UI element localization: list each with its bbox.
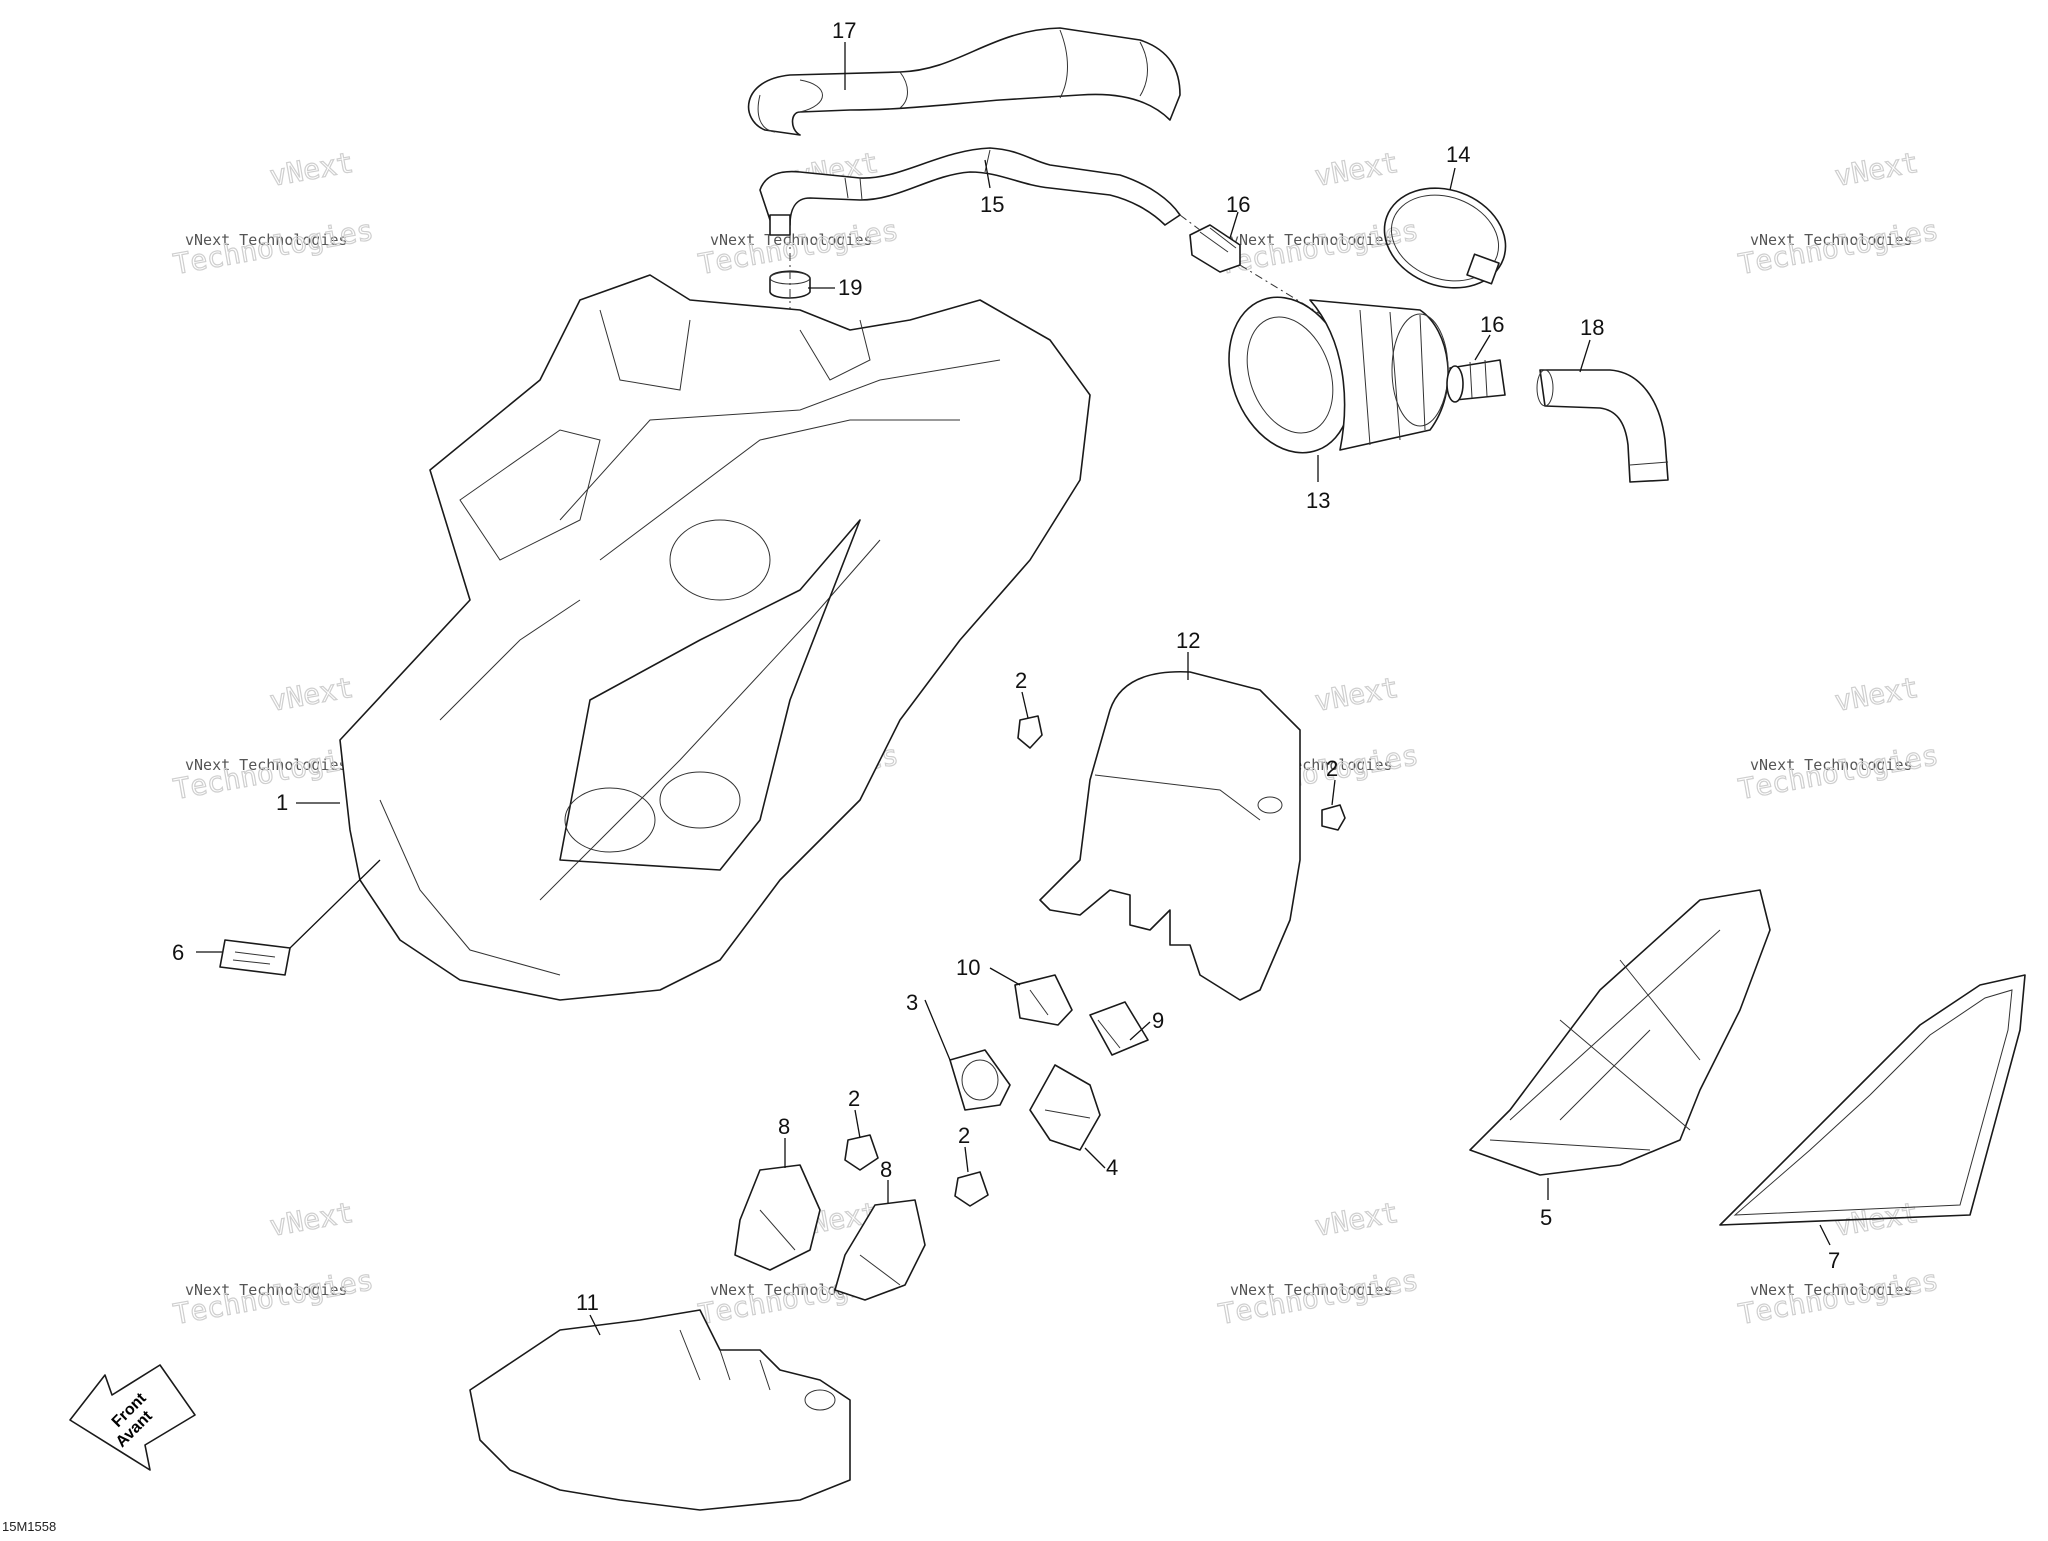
svg-text:Technologies: Technologies bbox=[171, 1263, 376, 1331]
callout-13: 13 bbox=[1306, 488, 1330, 513]
part-13-intake-adapter bbox=[1228, 296, 1449, 454]
svg-text:Technologies: Technologies bbox=[171, 213, 376, 281]
part-19-clamp bbox=[769, 235, 811, 320]
part-17-hose bbox=[747, 27, 1181, 136]
document-code: 15M1558 bbox=[2, 1519, 57, 1534]
callout-17: 17 bbox=[832, 18, 856, 43]
part-2-clip-a bbox=[1017, 715, 1043, 749]
svg-text:Technologies: Technologies bbox=[1736, 213, 1941, 281]
part-5-filter-frame bbox=[1469, 889, 1771, 1176]
svg-text:vNext Technologies: vNext Technologies bbox=[185, 756, 348, 774]
callout-19: 19 bbox=[838, 275, 862, 300]
leader-lines bbox=[196, 42, 1831, 1336]
callout-5: 5 bbox=[1540, 1205, 1552, 1230]
part-2-clip-d bbox=[954, 1171, 989, 1207]
callout-18: 18 bbox=[1580, 315, 1604, 340]
watermark: vNext vNext Technologies Technologies bbox=[170, 145, 376, 281]
callout-2: 2 bbox=[848, 1086, 860, 1111]
part-8-bracket-right bbox=[834, 1199, 926, 1301]
callout-15: 15 bbox=[980, 192, 1004, 217]
svg-text:vNext: vNext bbox=[1312, 671, 1401, 718]
svg-text:vNext: vNext bbox=[267, 1196, 356, 1243]
watermark: vNext vNext Technologies Technologies bbox=[1215, 1195, 1421, 1331]
callout-3: 3 bbox=[906, 990, 918, 1015]
svg-text:vNext Technologies: vNext Technologies bbox=[185, 1281, 348, 1299]
svg-text:vNext Technologies: vNext Technologies bbox=[710, 1281, 873, 1299]
svg-text:vNext Technologies: vNext Technologies bbox=[185, 231, 348, 249]
part-11-heat-shield-lower bbox=[469, 1309, 851, 1511]
part-6-label bbox=[219, 939, 291, 976]
watermark: vNext vNext Technologies Technologies bbox=[1735, 670, 1941, 806]
callout-9: 9 bbox=[1152, 1008, 1164, 1033]
svg-text:vNext Technologies: vNext Technologies bbox=[1750, 231, 1913, 249]
part-18-elbow-hose bbox=[1536, 369, 1669, 483]
svg-text:vNext: vNext bbox=[1832, 671, 1921, 718]
watermark: vNext vNext Technologies Technologies bbox=[695, 145, 901, 281]
callout-6: 6 bbox=[172, 940, 184, 965]
callout-1: 1 bbox=[276, 790, 288, 815]
svg-text:vNext Technologies: vNext Technologies bbox=[1750, 1281, 1913, 1299]
callout-2: 2 bbox=[958, 1123, 970, 1148]
callout-8: 8 bbox=[880, 1157, 892, 1182]
callout-14: 14 bbox=[1446, 142, 1470, 167]
part-2-clip-c bbox=[844, 1134, 879, 1171]
part-4-shield-piece bbox=[1029, 1064, 1101, 1151]
svg-text:vNext: vNext bbox=[1312, 1196, 1401, 1243]
part-2-clip-b bbox=[1321, 804, 1346, 831]
svg-text:Technologies: Technologies bbox=[1216, 1263, 1421, 1331]
watermark: vNext vNext Technologies Technologies bbox=[1735, 145, 1941, 281]
svg-text:vNext: vNext bbox=[267, 671, 356, 718]
part-16-connector-upper bbox=[1179, 214, 1331, 321]
callout-2: 2 bbox=[1326, 756, 1338, 781]
watermark: vNext vNext Technologies Technologies bbox=[170, 1195, 376, 1331]
callout-16: 16 bbox=[1226, 192, 1250, 217]
svg-text:Technologies: Technologies bbox=[1736, 1263, 1941, 1331]
svg-text:Technologies: Technologies bbox=[1216, 213, 1421, 281]
svg-text:vNext Technologies: vNext Technologies bbox=[1750, 756, 1913, 774]
callout-4: 4 bbox=[1106, 1155, 1118, 1180]
part-10-bracket bbox=[1014, 974, 1073, 1026]
part-15-hose bbox=[759, 147, 1181, 236]
part-14-band-clamp bbox=[1383, 187, 1507, 289]
callout-12: 12 bbox=[1176, 628, 1200, 653]
callout-7: 7 bbox=[1828, 1248, 1840, 1273]
svg-text:vNext Technologies: vNext Technologies bbox=[710, 231, 873, 249]
part-9-bracket bbox=[1089, 1001, 1149, 1056]
callout-10: 10 bbox=[956, 955, 980, 980]
svg-text:vNext: vNext bbox=[1832, 146, 1921, 193]
part-12-heat-shield bbox=[1039, 670, 1301, 1001]
callout-labels: 17 15 16 19 14 16 18 13 12 2 2 1 6 10 3 … bbox=[172, 18, 1840, 1315]
svg-text:vNext: vNext bbox=[267, 146, 356, 193]
part-16-connector-lower bbox=[1446, 359, 1506, 403]
callout-16: 16 bbox=[1480, 312, 1504, 337]
part-7-gasket bbox=[1719, 974, 2026, 1226]
front-direction-arrow: Front Avant bbox=[69, 1364, 196, 1471]
part-3-clamp bbox=[949, 1049, 1011, 1111]
svg-text:Technologies: Technologies bbox=[696, 213, 901, 281]
svg-text:vNext Technologies: vNext Technologies bbox=[1230, 231, 1393, 249]
callout-2: 2 bbox=[1015, 668, 1027, 693]
part-1-airbox bbox=[339, 274, 1091, 1001]
callout-8: 8 bbox=[778, 1114, 790, 1139]
part-8-bracket-left bbox=[734, 1164, 821, 1271]
svg-text:vNext: vNext bbox=[1312, 146, 1401, 193]
svg-text:vNext Technologies: vNext Technologies bbox=[1230, 1281, 1393, 1299]
svg-text:Technologies: Technologies bbox=[1736, 738, 1941, 806]
callout-11: 11 bbox=[576, 1290, 599, 1315]
